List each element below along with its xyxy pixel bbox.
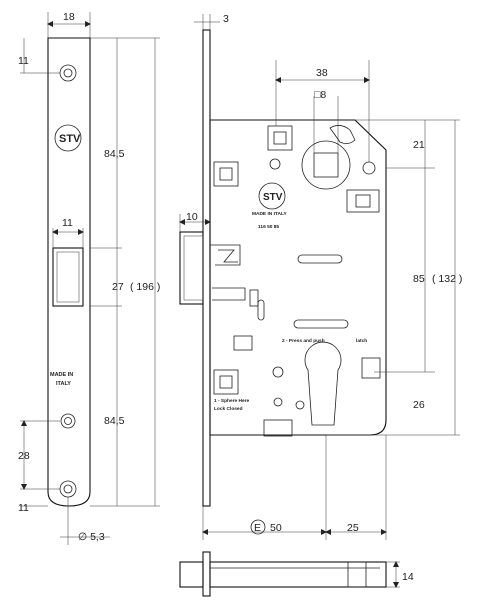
- latch-opening: [52, 247, 84, 307]
- top-right-dim: 21: [413, 139, 425, 151]
- fixing-hole-top: [362, 161, 376, 175]
- cylinder-cutout: [304, 341, 342, 426]
- middle-height-dim: 27: [112, 281, 124, 293]
- top-screw-hole: [59, 64, 77, 82]
- center-dim: 38: [316, 67, 328, 79]
- backset-dim: 50: [270, 522, 282, 534]
- lower-hole-dim: 28: [18, 450, 30, 462]
- hole-diameter-dim: ∅ 5,3: [78, 531, 105, 543]
- square-dim: □8: [314, 89, 326, 101]
- faceplate-view: 18 11 STV 11 MADE IN ITALY 28: [18, 11, 160, 545]
- body-total-dim: ( 132 ): [432, 273, 462, 285]
- screw-slot-bottom: [213, 369, 239, 395]
- bottom-view: 14: [179, 551, 414, 597]
- product-code: 116 50 85: [258, 224, 279, 230]
- bottom-hole-dim: 11: [18, 502, 29, 514]
- depth-dim: 14: [402, 571, 414, 583]
- cylinder-dim: 25: [347, 522, 359, 534]
- faceplate-outline: [47, 37, 91, 507]
- screw-slot-top: [213, 161, 239, 187]
- body-logo: [258, 182, 286, 210]
- press-push-label: 2 - Press and push: [282, 338, 325, 344]
- spindle-hub: [301, 140, 351, 190]
- lower-height-dim: 84,5: [104, 415, 125, 427]
- lock-closed-label: Lock Closed: [214, 406, 243, 412]
- faceplate-width-dim: 18: [63, 11, 75, 23]
- sphere-label: 1 - Sphere Here: [214, 398, 250, 404]
- body-logo-subtext: MADE IN ITALY: [252, 211, 287, 217]
- latch-width-dim: 11: [62, 217, 73, 229]
- plate-thickness-dim: 3: [223, 13, 229, 25]
- body-logo-text: STV: [263, 192, 283, 203]
- bottom-right-dim: 26: [413, 399, 425, 411]
- faceplate-logo-text: STV: [59, 133, 81, 145]
- faceplate-logo: [54, 124, 82, 152]
- bottom-screw-hole: [59, 480, 77, 498]
- made-in-line1: MADE IN: [50, 372, 73, 378]
- made-in-line2: ITALY: [56, 381, 71, 387]
- backset-marker: [250, 519, 266, 535]
- body-height-dim: 85: [413, 273, 425, 285]
- backset-marker-text: E: [254, 522, 261, 534]
- latch-bolt: [179, 231, 204, 305]
- lock-body-view: 3 10 STV MADE IN I: [179, 13, 462, 597]
- upper-height-dim: 84,5: [104, 148, 125, 160]
- latch-projection-dim: 10: [186, 211, 198, 223]
- lower-screw-hole: [60, 413, 76, 429]
- latch-label: latch: [356, 338, 367, 344]
- front-plate: [202, 29, 211, 507]
- spindle-square: [313, 152, 339, 178]
- top-hole-dim: 11: [18, 55, 29, 67]
- case-outline: [209, 119, 387, 436]
- faceplate-total-dim: ( 196 ): [130, 281, 160, 293]
